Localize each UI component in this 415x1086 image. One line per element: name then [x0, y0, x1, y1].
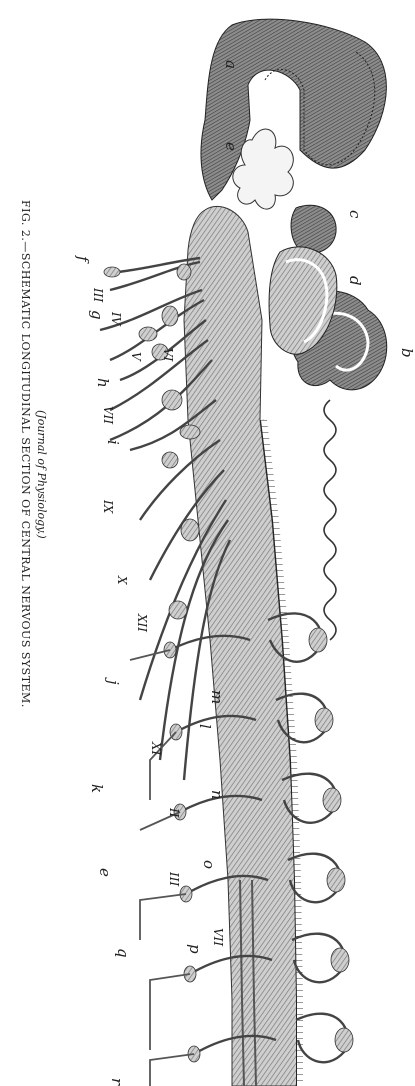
- numeral-iii-b: III: [167, 871, 181, 886]
- caption-title: FIG. 2.—SCHEMATIC LONGITUDINAL SECTION O…: [19, 200, 32, 708]
- peripheral-branches: [130, 650, 194, 1086]
- label-h: h: [94, 378, 112, 388]
- numeral-ix: IX: [101, 499, 115, 514]
- label-o: o: [200, 860, 218, 869]
- label-f: f: [74, 255, 92, 264]
- label-q: q: [114, 948, 132, 958]
- label-g: g: [88, 310, 106, 320]
- numeral-vi: VI: [161, 348, 175, 362]
- label-m: m: [208, 690, 226, 704]
- wavy-membrane: [324, 400, 336, 640]
- label-a: a: [222, 60, 240, 69]
- numeral-iii-a: III: [91, 287, 105, 302]
- label-k: k: [88, 784, 106, 793]
- label-l: l: [196, 724, 214, 729]
- label-p: p: [186, 944, 204, 954]
- numeral-vii-b: VII: [211, 928, 225, 946]
- numeral-xi: XI: [149, 741, 163, 756]
- label-e-bottom: e: [96, 868, 114, 877]
- numeral-ii: II: [167, 807, 181, 818]
- label-e: e: [222, 142, 240, 151]
- label-b: b: [398, 348, 415, 358]
- numeral-x: X: [115, 575, 129, 585]
- label-n: n: [208, 790, 226, 800]
- numeral-xii: XII: [135, 613, 149, 632]
- label-r: r: [108, 1078, 126, 1086]
- label-c: c: [346, 210, 364, 219]
- label-i: i: [104, 440, 122, 445]
- numeral-vii: VII: [101, 406, 115, 424]
- figure-caption: FIG. 2.—SCHEMATIC LONGITUDINAL SECTION O…: [19, 200, 48, 708]
- label-d: d: [346, 276, 364, 286]
- label-v: V: [129, 352, 143, 362]
- label-j: j: [104, 677, 122, 685]
- numeral-iv: IV: [109, 311, 123, 327]
- cerebral-hemisphere: [201, 19, 386, 200]
- caption-source: (Journal of Physiology.): [35, 410, 48, 539]
